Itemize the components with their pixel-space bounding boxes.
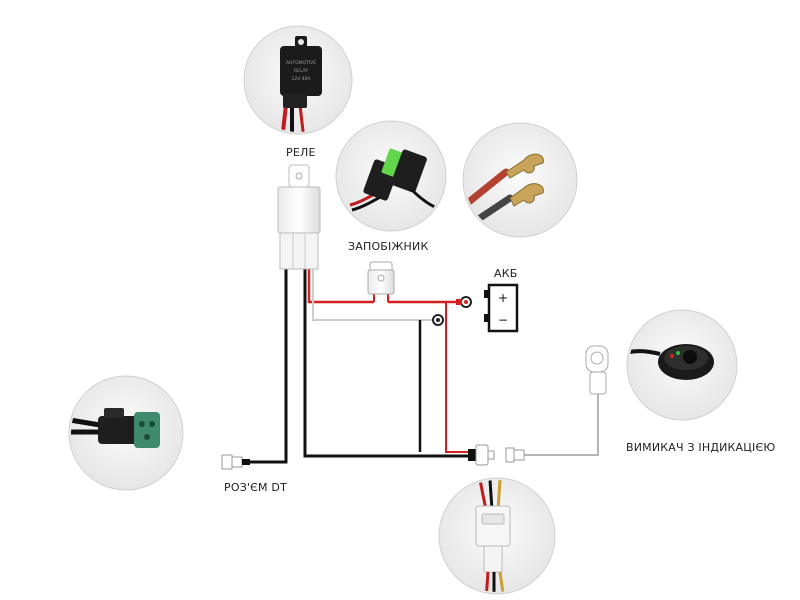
- battery-label: АКБ: [494, 267, 518, 280]
- gray-wire-to-switch: [522, 392, 599, 456]
- fuse-holder: [367, 261, 395, 295]
- battery-post-top: [484, 290, 489, 298]
- battery-body: [487, 283, 519, 333]
- black-wire-relay-to-dt: [242, 268, 288, 464]
- battery-plus: +: [498, 291, 508, 305]
- switch-small: [585, 345, 609, 395]
- switch-label: ВИМИКАЧ З ІНДИКАЦІЄЮ: [626, 441, 776, 454]
- battery-minus: −: [498, 313, 508, 327]
- fuse-label: ЗАПОБІЖНИК: [348, 240, 429, 253]
- dt-connector-small: [221, 454, 250, 470]
- black-wire-relay-to-switch: [303, 268, 474, 458]
- ring-terminal-negative: [432, 314, 444, 326]
- ring-terminal-photo-top: [505, 153, 544, 179]
- relay-photo-text-3: 12V 40A: [291, 76, 311, 82]
- relay-photo-text-1: AUTOMOTIVE: [286, 60, 316, 66]
- ring-terminal-photo-bottom: [509, 183, 544, 207]
- relay-photo-text-2: RELAY: [294, 68, 308, 74]
- red-wire-to-switch: [445, 302, 474, 453]
- wires: [242, 268, 599, 464]
- fuse-photo: [335, 120, 447, 232]
- red-wire-relay-to-battery: [307, 268, 460, 304]
- battery-post-bottom: [484, 314, 489, 322]
- relay-label: РЕЛЕ: [286, 146, 316, 159]
- relay: [277, 164, 321, 270]
- battery: + −: [484, 283, 519, 333]
- switch-connector: [468, 444, 525, 466]
- dt-connector-photo: [68, 375, 184, 491]
- dt-connector-label: РОЗ'ЄМ DT: [224, 481, 288, 494]
- relay-socket: [279, 232, 319, 270]
- relay-mount-hole: [295, 172, 303, 180]
- switch-connector-photo: [438, 477, 556, 595]
- white-wire-inner: [312, 268, 432, 321]
- fuse-body: [367, 269, 395, 295]
- ring-terminals-photo: [462, 122, 578, 238]
- relay-body: [277, 186, 321, 234]
- switch-photo: [626, 309, 738, 421]
- ring-terminal-positive: [456, 296, 472, 308]
- relay-photo: AUTOMOTIVE RELAY 12V 40A: [243, 25, 353, 135]
